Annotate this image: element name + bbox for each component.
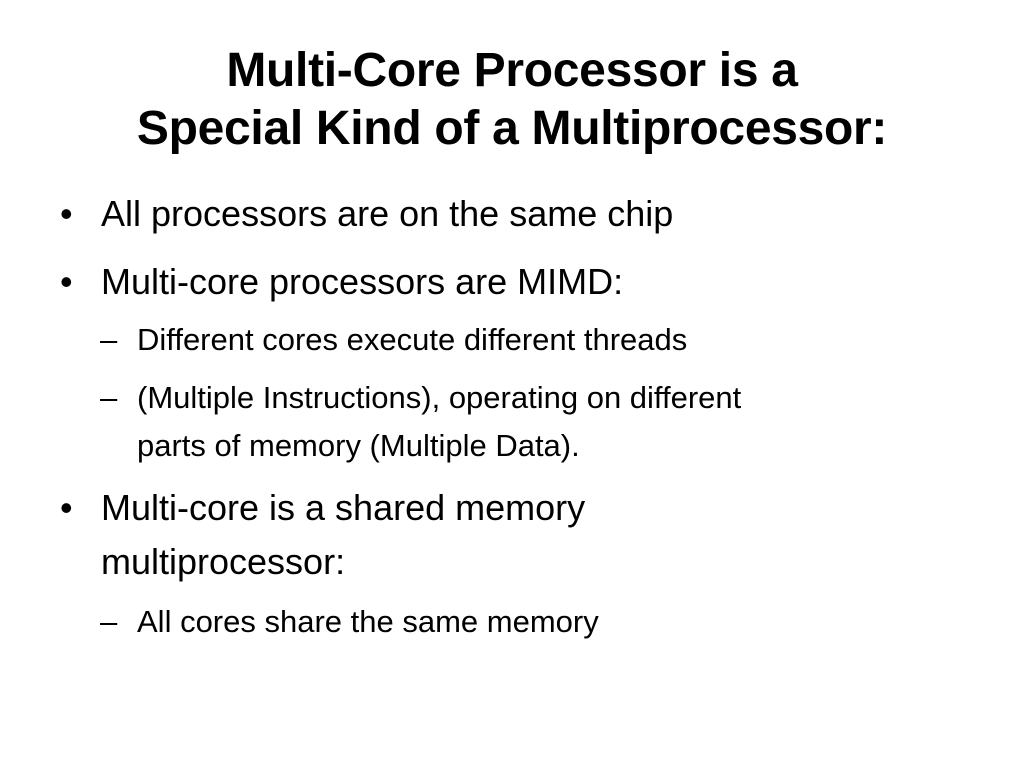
sub-bullet-text: Different cores execute different thread…	[137, 322, 688, 357]
sub-bullet-text: All cores share the same memory	[137, 604, 599, 639]
bullet-text: Multi-core processors are MIMD:	[101, 261, 624, 302]
title-line-2: Special Kind of a Multiprocessor:	[136, 102, 888, 155]
sub-bullet-text: parts of memory (Multiple Data).	[137, 428, 580, 463]
bullet-text: Multi-core is a shared memory	[101, 487, 586, 528]
sub-bullet-marker: –	[100, 322, 118, 357]
bullet-marker: •	[60, 193, 73, 234]
bullet-marker: •	[60, 261, 73, 302]
bullet-marker: •	[60, 487, 73, 528]
slide-title: Multi-Core Processor is a Special Kind o…	[0, 42, 1024, 158]
sub-bullet-marker: –	[100, 380, 118, 415]
bullet-text: All processors are on the same chip	[101, 193, 674, 234]
title-line-1: Multi-Core Processor is a	[226, 44, 798, 97]
sub-bullet-text: (Multiple Instructions), operating on di…	[137, 380, 742, 415]
bullet-text: multiprocessor:	[101, 541, 346, 582]
sub-bullet-marker: –	[100, 604, 118, 639]
